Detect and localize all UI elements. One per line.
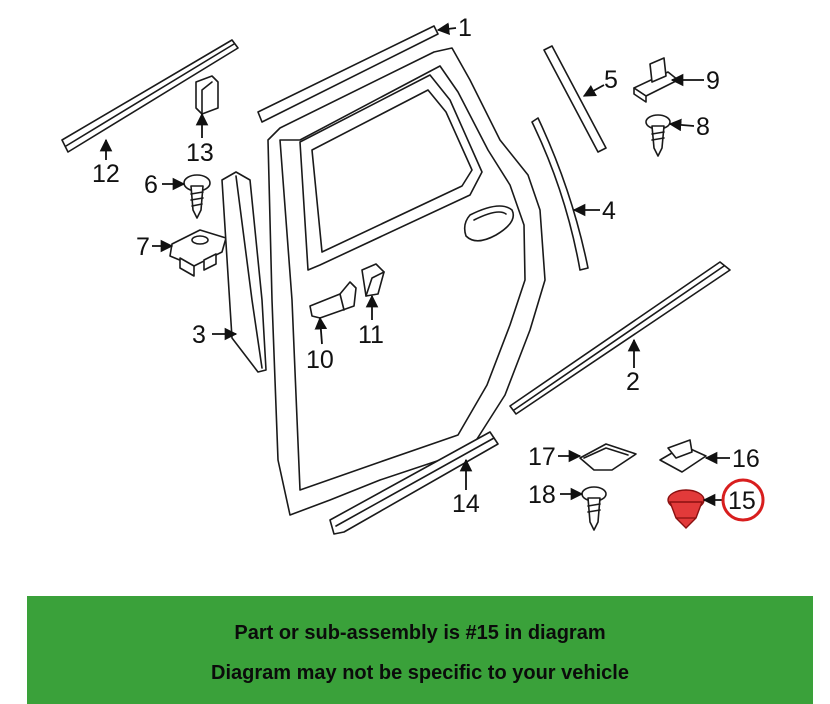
rear-door-shell [267,47,546,516]
banner-part-line: Part or sub-assembly is #15 in diagram [234,622,606,644]
info-banner: Part or sub-assembly is #15 in diagram D… [27,596,813,704]
part-16-clip [659,439,707,473]
callout-13: 13 [186,139,214,167]
highlight-circle [721,478,765,522]
part-8-screw [645,114,671,157]
callout-14: 14 [452,490,480,518]
part-6-screw [183,174,211,219]
part-2-molding [509,261,731,415]
leader-lines [99,22,730,507]
callout-6: 6 [144,171,158,199]
callout-15: 15 [728,487,756,515]
banner-disclaimer-line: Diagram may not be specific to your vehi… [211,662,629,684]
part-14-molding [329,431,499,535]
part-18-screw [581,486,607,531]
callout-4: 4 [602,197,616,225]
part-15-clip-highlighted [667,489,705,529]
callout-8: 8 [696,113,710,141]
callout-16: 16 [732,445,760,473]
part-11-clip [361,263,385,297]
callout-labels: 1 2 3 4 5 6 7 8 9 10 11 12 13 14 15 16 1… [92,14,760,518]
callout-17: 17 [528,443,556,471]
part-5-channel [543,45,607,153]
part-7-clip [169,229,227,277]
parts-diagram: 1 2 3 4 5 6 7 8 9 10 11 12 13 14 15 16 1… [61,14,765,535]
callout-12: 12 [92,160,120,188]
callout-7: 7 [136,233,150,261]
part-4-strip [531,117,589,271]
part-13-bracket [195,75,219,115]
callout-5: 5 [604,66,618,94]
part-12-strip [61,39,239,153]
part-9-bracket [633,57,679,103]
callout-10: 10 [306,346,334,374]
callout-9: 9 [706,67,720,95]
callout-1: 1 [458,14,472,42]
callout-2: 2 [626,368,640,396]
part-10-handle-bracket [309,281,357,319]
callout-3: 3 [192,321,206,349]
part-17-cover [579,443,637,471]
part-3-pillar [221,171,267,373]
callout-11: 11 [358,321,384,349]
callout-18: 18 [528,481,556,509]
